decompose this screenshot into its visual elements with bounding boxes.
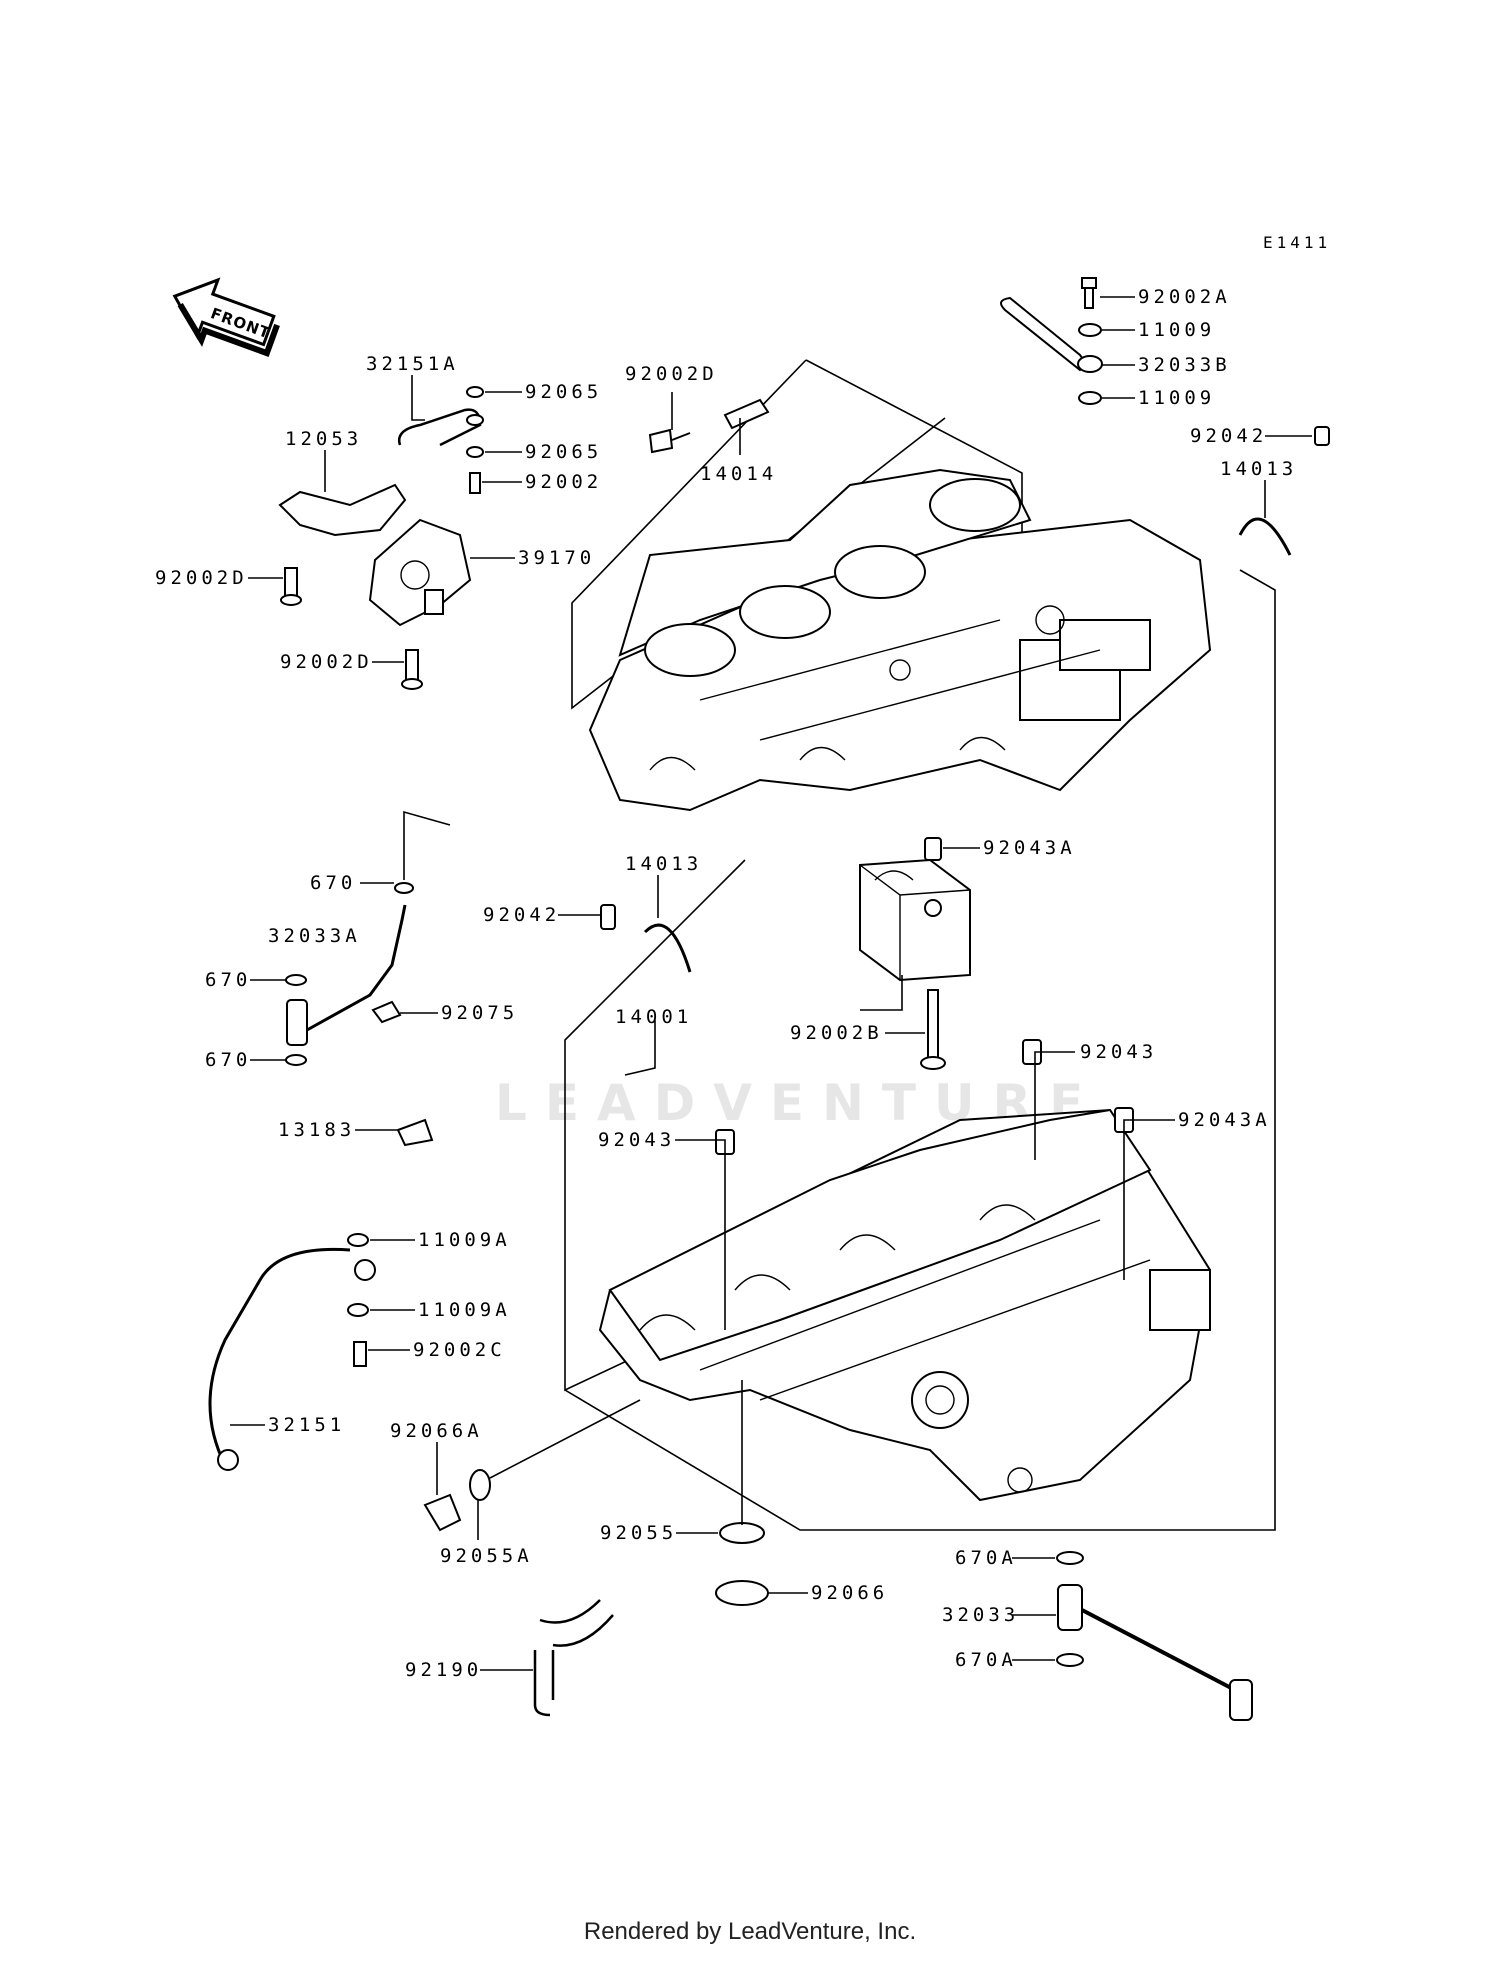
label-92002B: 92002B — [790, 1022, 883, 1044]
label-12053: 12053 — [285, 428, 362, 450]
upper-crankcase — [571, 359, 1212, 812]
label-92066: 92066 — [811, 1582, 888, 1604]
part-labels: 92002A 11009 32033B 11009 92042 14013 92… — [155, 286, 1312, 1681]
label-11009A: 11009A — [418, 1229, 511, 1251]
label-92002D: 92002D — [155, 567, 248, 589]
bearing-cap — [859, 858, 971, 1011]
diagram-code: E1411 — [1263, 233, 1331, 252]
label-670: 670 — [205, 1049, 251, 1071]
label-92066A: 92066A — [390, 1420, 483, 1442]
label-32033: 32033 — [942, 1604, 1019, 1626]
label-92043A: 92043A — [1178, 1109, 1271, 1131]
label-39170: 39170 — [518, 547, 595, 569]
label-14001: 14001 — [615, 1006, 692, 1028]
label-14014: 14014 — [700, 463, 777, 485]
label-92002C: 92002C — [413, 1339, 506, 1361]
label-32151: 32151 — [268, 1414, 345, 1436]
front-arrow-icon: FRONT — [172, 277, 280, 357]
label-92002: 92002 — [525, 471, 602, 493]
label-11009: 11009 — [1138, 319, 1215, 341]
label-32033A: 32033A — [268, 925, 361, 947]
label-670: 670 — [205, 969, 251, 991]
label-14013: 14013 — [625, 853, 702, 875]
label-92190: 92190 — [405, 1659, 482, 1681]
label-11009: 11009 — [1138, 387, 1215, 409]
label-14013: 14013 — [1220, 458, 1297, 480]
label-92075: 92075 — [441, 1002, 518, 1024]
label-13183: 13183 — [278, 1119, 355, 1141]
label-92042: 92042 — [1190, 425, 1267, 447]
label-92055: 92055 — [600, 1522, 677, 1544]
label-92043: 92043 — [598, 1129, 675, 1151]
label-92002D: 92002D — [280, 651, 373, 673]
label-92002A: 92002A — [1138, 286, 1231, 308]
lower-crankcase — [564, 569, 1276, 1531]
label-670A: 670A — [955, 1547, 1017, 1569]
small-parts — [208, 277, 1330, 1721]
label-92002D: 92002D — [625, 363, 718, 385]
label-92065: 92065 — [525, 441, 602, 463]
label-92043A: 92043A — [983, 837, 1076, 859]
label-670A: 670A — [955, 1649, 1017, 1671]
label-32033B: 32033B — [1138, 354, 1231, 376]
label-92042: 92042 — [483, 904, 560, 926]
label-11009A: 11009A — [418, 1299, 511, 1321]
label-92055A: 92055A — [440, 1545, 533, 1567]
label-32151A: 32151A — [366, 353, 459, 375]
footer-credit: Rendered by LeadVenture, Inc. — [583, 1918, 917, 1945]
label-92065: 92065 — [525, 381, 602, 403]
label-92043: 92043 — [1080, 1041, 1157, 1063]
label-670: 670 — [310, 872, 356, 894]
